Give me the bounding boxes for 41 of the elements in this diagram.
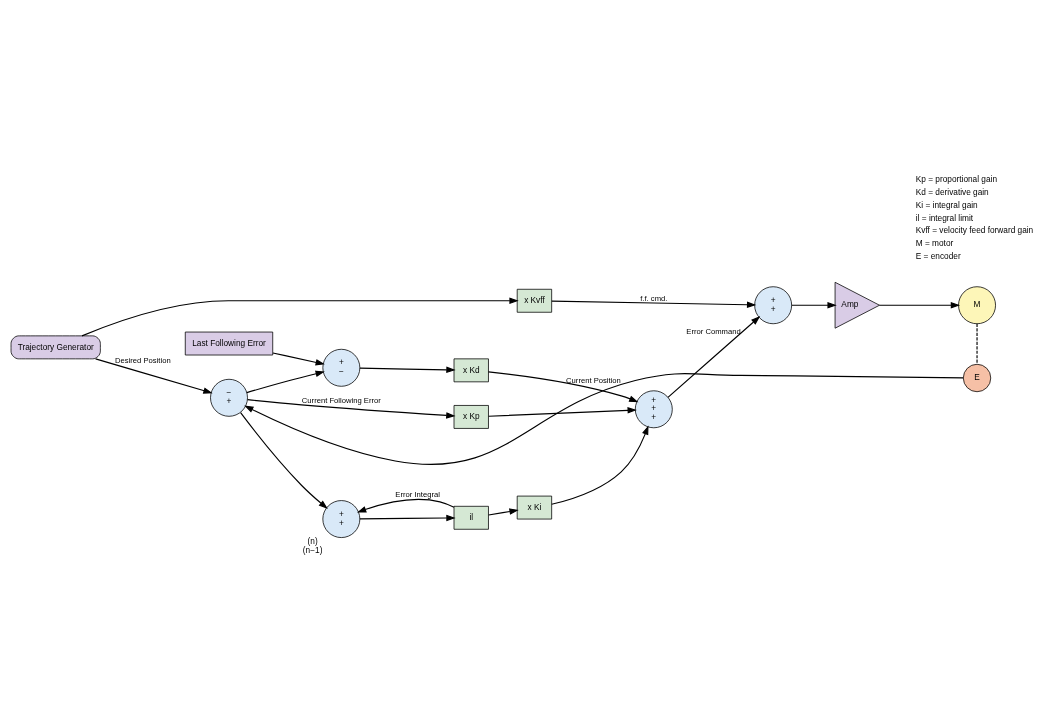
node-circle: M <box>958 286 996 325</box>
node-box: x Kp <box>453 405 489 429</box>
node-circle: + + + <box>634 390 673 429</box>
node-box: x Kd <box>453 358 489 383</box>
node-circle: E <box>962 363 992 393</box>
arrow <box>240 412 328 509</box>
node-box: il <box>453 505 489 530</box>
arrow <box>95 358 213 394</box>
label: E = encoder <box>915 250 961 261</box>
node-box: x Kvff <box>516 288 553 313</box>
arrow <box>551 425 649 505</box>
arrow <box>359 366 456 374</box>
label: Ki = integral gain <box>915 199 978 210</box>
arrow <box>81 297 519 337</box>
node-circle: + + <box>322 500 361 538</box>
node-circle: + − <box>322 348 361 387</box>
node-label: (n) <box>307 536 318 547</box>
arrow <box>356 498 455 513</box>
arrow <box>359 514 456 522</box>
arrow <box>246 370 325 394</box>
node-circle: − + <box>210 378 248 417</box>
arrow <box>272 352 325 366</box>
label: M = motor <box>915 238 954 249</box>
arrow <box>487 371 639 403</box>
arrow <box>488 407 637 417</box>
connector <box>976 323 978 365</box>
arrow <box>791 301 837 309</box>
label: Kvff = velocity feed forward gain <box>915 225 1034 236</box>
label: Kd = derivative gain <box>915 187 989 198</box>
arrow <box>247 399 456 419</box>
node-box: Last Following Error <box>184 331 274 356</box>
arrow <box>244 373 964 465</box>
arrow <box>667 316 761 398</box>
label: Kp = proportional gain <box>915 174 998 185</box>
arrow <box>878 301 961 309</box>
label: il = integral limit <box>915 212 974 223</box>
arrow <box>488 508 519 516</box>
node-box: Trajectory Generator <box>10 335 101 360</box>
node-box: x Ki <box>516 495 553 520</box>
arrow <box>551 300 757 308</box>
node-circle: + + <box>754 286 793 325</box>
